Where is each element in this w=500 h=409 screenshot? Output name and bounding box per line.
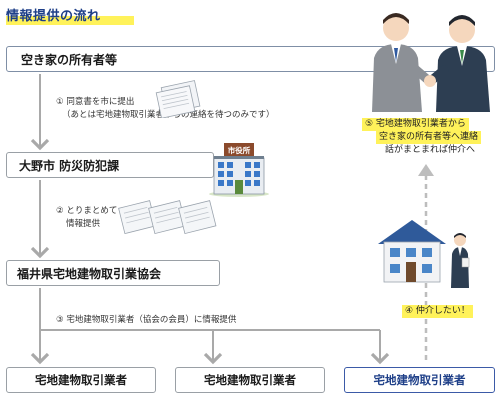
city-hall-sign: 市役所 bbox=[228, 145, 251, 155]
step5-note: 話がまとまれば仲介へ bbox=[385, 145, 476, 155]
agent-label-2: 宅地建物取引業者 bbox=[204, 373, 296, 387]
step2-sublabel: 情報提供 bbox=[66, 219, 101, 229]
step4-label: ④ 仲介したい！ bbox=[402, 305, 473, 318]
documents-icon bbox=[155, 80, 201, 118]
dashed-arrow-head bbox=[418, 164, 434, 176]
agent-label-1: 宅地建物取引業者 bbox=[35, 373, 127, 387]
documents-stack-icon bbox=[118, 200, 217, 235]
step2-label: ② とりまとめて bbox=[56, 206, 118, 216]
city-office-box: 大野市 防災防犯課 bbox=[6, 152, 214, 178]
prefecture-association-label: 福井県宅地建物取引業協会 bbox=[17, 266, 162, 281]
owner-label: 空き家の所有者等 bbox=[21, 52, 118, 67]
prefecture-association-box: 福井県宅地建物取引業協会 bbox=[6, 260, 220, 286]
step5-sublabel: 空き家の所有者等へ連絡 bbox=[376, 131, 482, 144]
city-hall-icon: 市役所 bbox=[209, 143, 269, 197]
city-office-label: 大野市 防災防犯課 bbox=[19, 158, 120, 173]
step1-label: ① 同意書を市に提出 bbox=[56, 97, 135, 107]
handshake-illustration bbox=[372, 13, 490, 112]
diagram-title: 情報提供の流れ bbox=[6, 9, 101, 24]
agent-box-2: 宅地建物取引業者 bbox=[175, 367, 325, 393]
house-illustration bbox=[378, 220, 446, 283]
title-highlight bbox=[6, 16, 134, 25]
step3-label: ③ 宅地建物取引業者（協会の会員）に情報提供 bbox=[56, 315, 237, 325]
agent-label-3: 宅地建物取引業者 bbox=[373, 373, 466, 387]
diagram-title-wrap: 情報提供の流れ bbox=[6, 5, 134, 25]
agent-box-3: 宅地建物取引業者 bbox=[344, 367, 495, 393]
agent-box-1: 宅地建物取引業者 bbox=[6, 367, 156, 393]
agent-person-icon bbox=[451, 233, 470, 288]
step5-label: ⑤ 宅地建物取引業者から bbox=[362, 118, 469, 131]
